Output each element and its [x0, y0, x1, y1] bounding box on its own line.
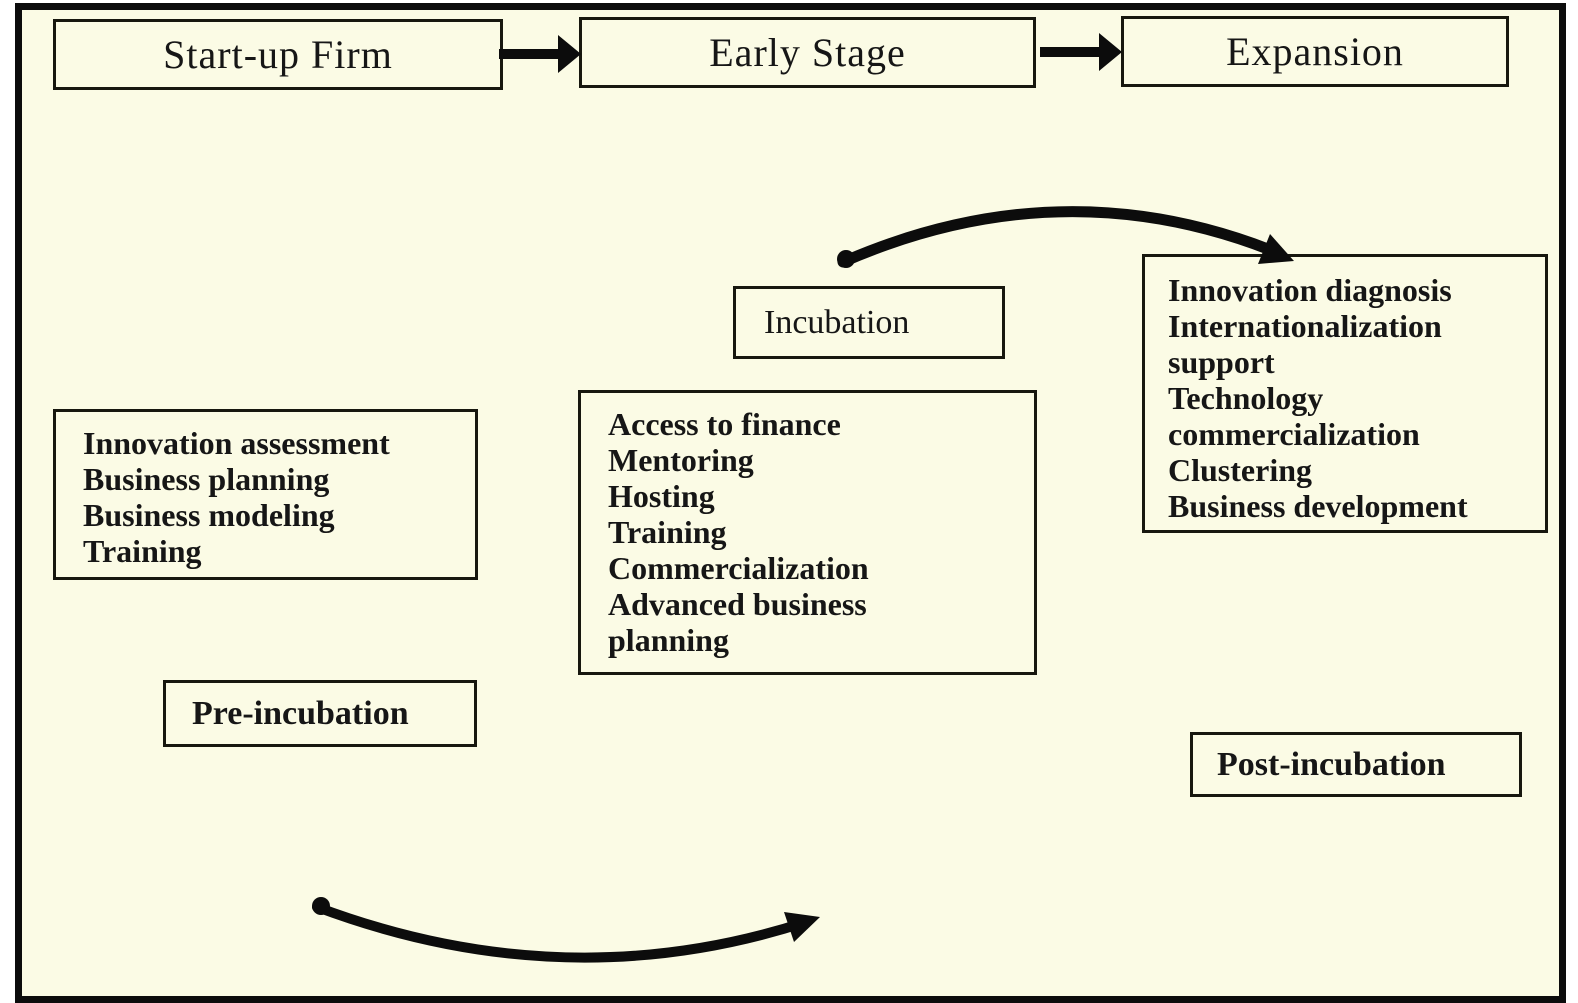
- stage-box-startup-firm: Start-up Firm: [53, 19, 503, 90]
- stage-label-early-stage: Early Stage: [709, 30, 906, 75]
- service-item: Training: [83, 533, 202, 569]
- stage-label-expansion: Expansion: [1226, 29, 1404, 74]
- incubation-label: Incubation: [764, 303, 910, 341]
- pre-incubation-label: Pre-incubation: [192, 694, 409, 732]
- service-item: Advanced business planning: [608, 586, 867, 658]
- stage-box-expansion: Expansion: [1121, 16, 1509, 87]
- incubation-label-box: Incubation: [733, 286, 1005, 359]
- service-item: Training: [608, 514, 727, 550]
- post-incubation-label-box: Post-incubation: [1190, 732, 1522, 797]
- service-item: Business development: [1168, 488, 1468, 524]
- stage-box-early-stage: Early Stage: [579, 17, 1036, 88]
- service-item: Hosting: [608, 478, 715, 514]
- service-item: Technology commercialization: [1168, 380, 1420, 452]
- service-item: Business planning: [83, 461, 330, 497]
- service-item: Access to finance: [608, 406, 841, 442]
- service-item: Business modeling: [83, 497, 335, 533]
- pre-incubation-label-box: Pre-incubation: [163, 680, 477, 747]
- service-item: Internationalization support: [1168, 308, 1442, 380]
- stage-label-startup-firm: Start-up Firm: [163, 32, 393, 77]
- service-item: Clustering: [1168, 452, 1312, 488]
- service-item: Innovation assessment: [83, 425, 390, 461]
- service-item: Innovation diagnosis: [1168, 272, 1452, 308]
- post-incubation-label: Post-incubation: [1217, 745, 1446, 783]
- service-item: Mentoring: [608, 442, 754, 478]
- service-item: Commercialization: [608, 550, 869, 586]
